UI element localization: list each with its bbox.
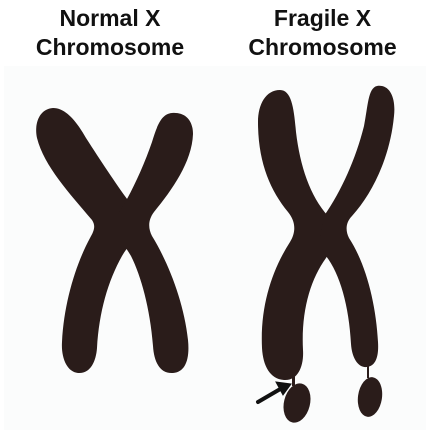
normal-x-title-line1: Normal X bbox=[6, 4, 214, 33]
normal-x-title: Normal X Chromosome bbox=[6, 4, 214, 62]
fragile-x-right-arm bbox=[320, 86, 394, 367]
chromosome-drawing bbox=[4, 66, 426, 430]
normal-x-chromosome-icon bbox=[36, 108, 193, 373]
normal-x-title-line2: Chromosome bbox=[6, 33, 214, 62]
fragile-x-title: Fragile X Chromosome bbox=[220, 4, 425, 62]
fragile-x-left-stalk bbox=[292, 374, 295, 386]
fragile-x-right-stalk bbox=[367, 364, 369, 378]
fragile-x-chromosome-icon bbox=[258, 86, 394, 426]
arrow-shaft bbox=[258, 388, 282, 402]
fragile-x-title-line2: Chromosome bbox=[220, 33, 425, 62]
fragile-x-right-tip bbox=[355, 376, 384, 419]
normal-x-right-arm bbox=[118, 113, 193, 373]
fragile-x-title-line1: Fragile X bbox=[220, 4, 425, 33]
chromosome-figure bbox=[4, 66, 426, 430]
